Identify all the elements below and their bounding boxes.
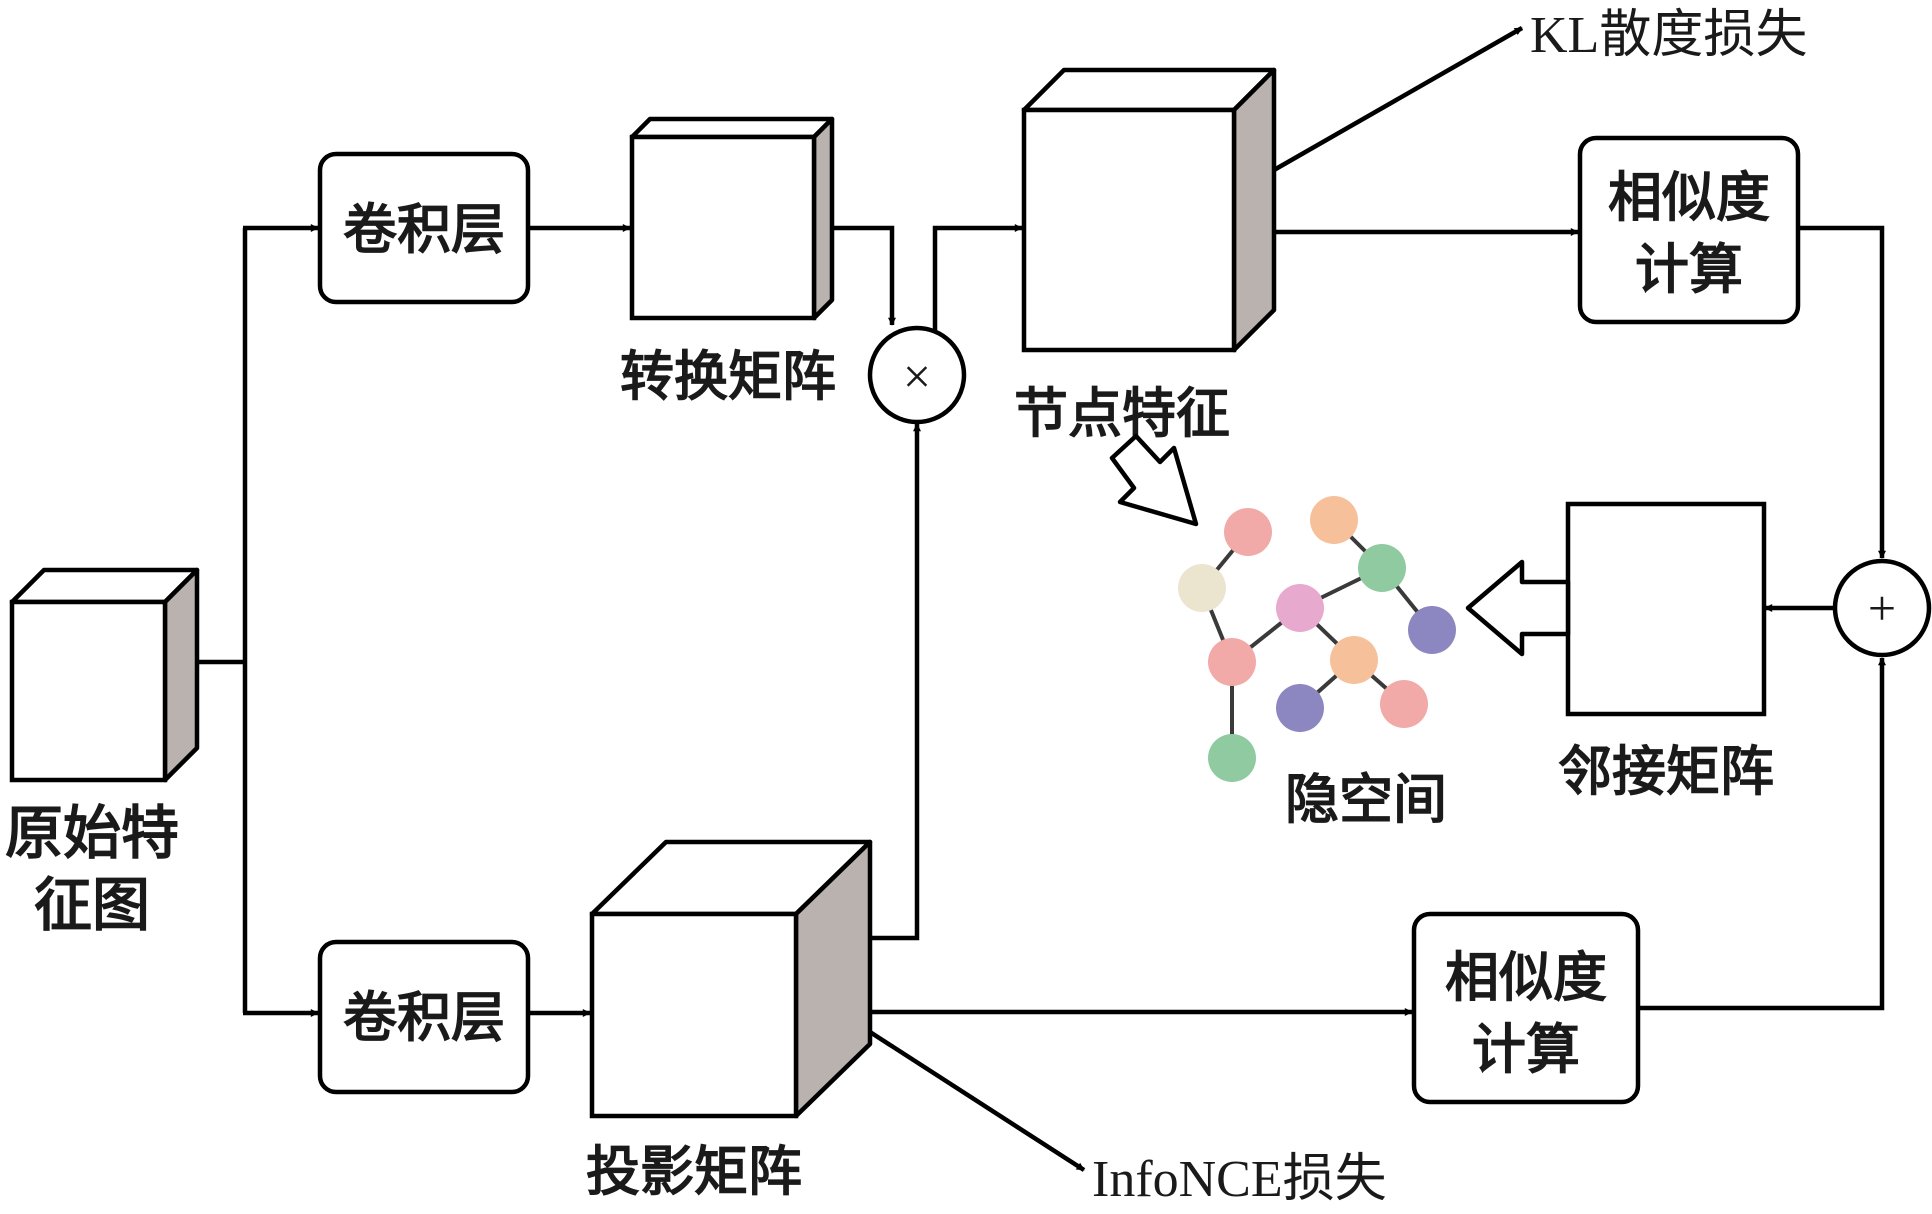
transform-matrix-label: 转换矩阵 xyxy=(620,344,836,408)
graph-node xyxy=(1276,584,1324,632)
graph-node xyxy=(1358,544,1406,592)
arrow-similarity-top-to-add xyxy=(1798,225,1886,559)
adjacency-matrix-label: 邻接矩阵 xyxy=(1558,739,1774,803)
multiply-symbol: × xyxy=(903,348,931,404)
projection-matrix-label: 投影矩阵 xyxy=(586,1139,802,1203)
arrow-to-infonce-loss xyxy=(868,1030,1086,1172)
hollow-arrow-node-to-latent xyxy=(1109,433,1199,527)
original-feature-map-cube xyxy=(9,567,200,783)
graph-node xyxy=(1276,684,1324,732)
similarity-top-label-line2: 计算 xyxy=(1635,237,1743,301)
similarity-bottom-label-line2: 计算 xyxy=(1472,1017,1580,1081)
latent-space-label: 隐空间 xyxy=(1285,767,1447,831)
similarity-bottom-label-line1: 相似度 xyxy=(1445,945,1607,1009)
projection-matrix-cube xyxy=(589,839,873,1119)
infonce-loss-label: InfoNCE损失 xyxy=(1092,1151,1387,1208)
transform-matrix-cube xyxy=(629,116,835,321)
graph-node xyxy=(1224,508,1272,556)
node-features-label: 节点特征 xyxy=(1014,381,1230,445)
conv-layer-bottom-box xyxy=(317,939,531,1095)
graph-node xyxy=(1310,496,1358,544)
kl-loss-label: KL散度损失 xyxy=(1530,7,1807,64)
graph-node xyxy=(1208,734,1256,782)
conv-layer-top-label: 卷积层 xyxy=(343,197,505,261)
arrow-transform-to-multiply xyxy=(832,225,896,326)
node-features-cube xyxy=(1021,67,1277,353)
graph-node xyxy=(1380,680,1428,728)
adjacency-matrix-box xyxy=(1565,501,1767,717)
arrow-projection-to-multiply xyxy=(870,423,921,941)
graph-node xyxy=(1178,564,1226,612)
arrow-multiply-to-node-features xyxy=(932,224,1023,332)
hollow-arrow-adjacency-to-latent xyxy=(1465,559,1571,657)
graph-node xyxy=(1330,636,1378,684)
conv-layer-bottom-label: 卷积层 xyxy=(343,985,505,1049)
add-symbol: + xyxy=(1868,580,1896,636)
graph-node xyxy=(1408,606,1456,654)
multiply-operator xyxy=(867,325,967,425)
arrow-to-kl-loss xyxy=(1272,26,1524,172)
latent-space-graph xyxy=(1178,496,1456,782)
arrow-similarity-bottom-to-add xyxy=(1638,657,1886,1011)
original-feature-map-label-line2: 征图 xyxy=(34,871,150,939)
similarity-top-label-line1: 相似度 xyxy=(1608,165,1770,229)
original-feature-map-label-line1: 原始特 xyxy=(5,799,179,867)
graph-node xyxy=(1208,638,1256,686)
